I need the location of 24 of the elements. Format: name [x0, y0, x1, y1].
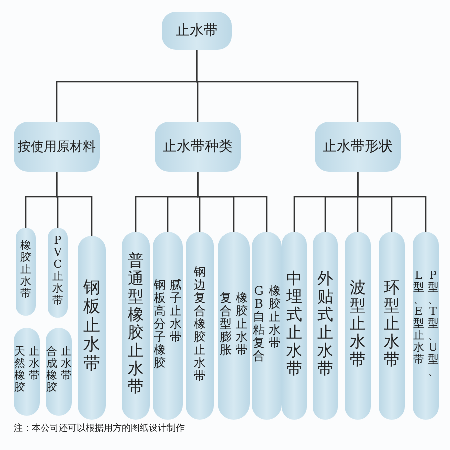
item-pill: 钢板高分子橡胶腻子止水带: [153, 232, 183, 420]
item-pill: 波型止水带: [345, 232, 371, 420]
connector-line: [197, 172, 268, 232]
item-pill: 钢边复合橡胶止水带: [186, 232, 214, 420]
item-pill: 普通型橡胶止水带: [122, 232, 150, 420]
item-pill: 合成橡胶止水带: [46, 328, 72, 416]
category-box: 止水带种类: [155, 122, 241, 172]
item-pill: GB自粘复合橡胶止水带: [252, 232, 282, 420]
item-pill: P型、T型、U型、L型、E型止水带: [413, 232, 439, 420]
item-pill: 复合型膨胀橡胶止水带: [218, 232, 250, 420]
connector-line: [56, 172, 93, 236]
connector-line: [196, 50, 359, 122]
item-pill: 天然橡胶止水带: [14, 328, 40, 416]
category-box: 止水带: [162, 12, 232, 50]
footnote-text: 注：本公司还可以根据用方的图纸设计制作: [14, 422, 185, 435]
category-box: 按使用原材料: [14, 122, 100, 172]
item-pill: 中埋式止水带: [282, 232, 307, 420]
connector-line: [357, 172, 427, 232]
item-pill: 橡胶止水带: [16, 228, 36, 316]
category-box: 止水带形状: [315, 122, 401, 172]
item-pill: 钢板止水带: [78, 236, 106, 420]
item-pill: 外贴式止水带: [313, 232, 338, 420]
item-pill: PVC止水带: [48, 228, 68, 318]
item-pill: 环型止水带: [379, 232, 405, 420]
